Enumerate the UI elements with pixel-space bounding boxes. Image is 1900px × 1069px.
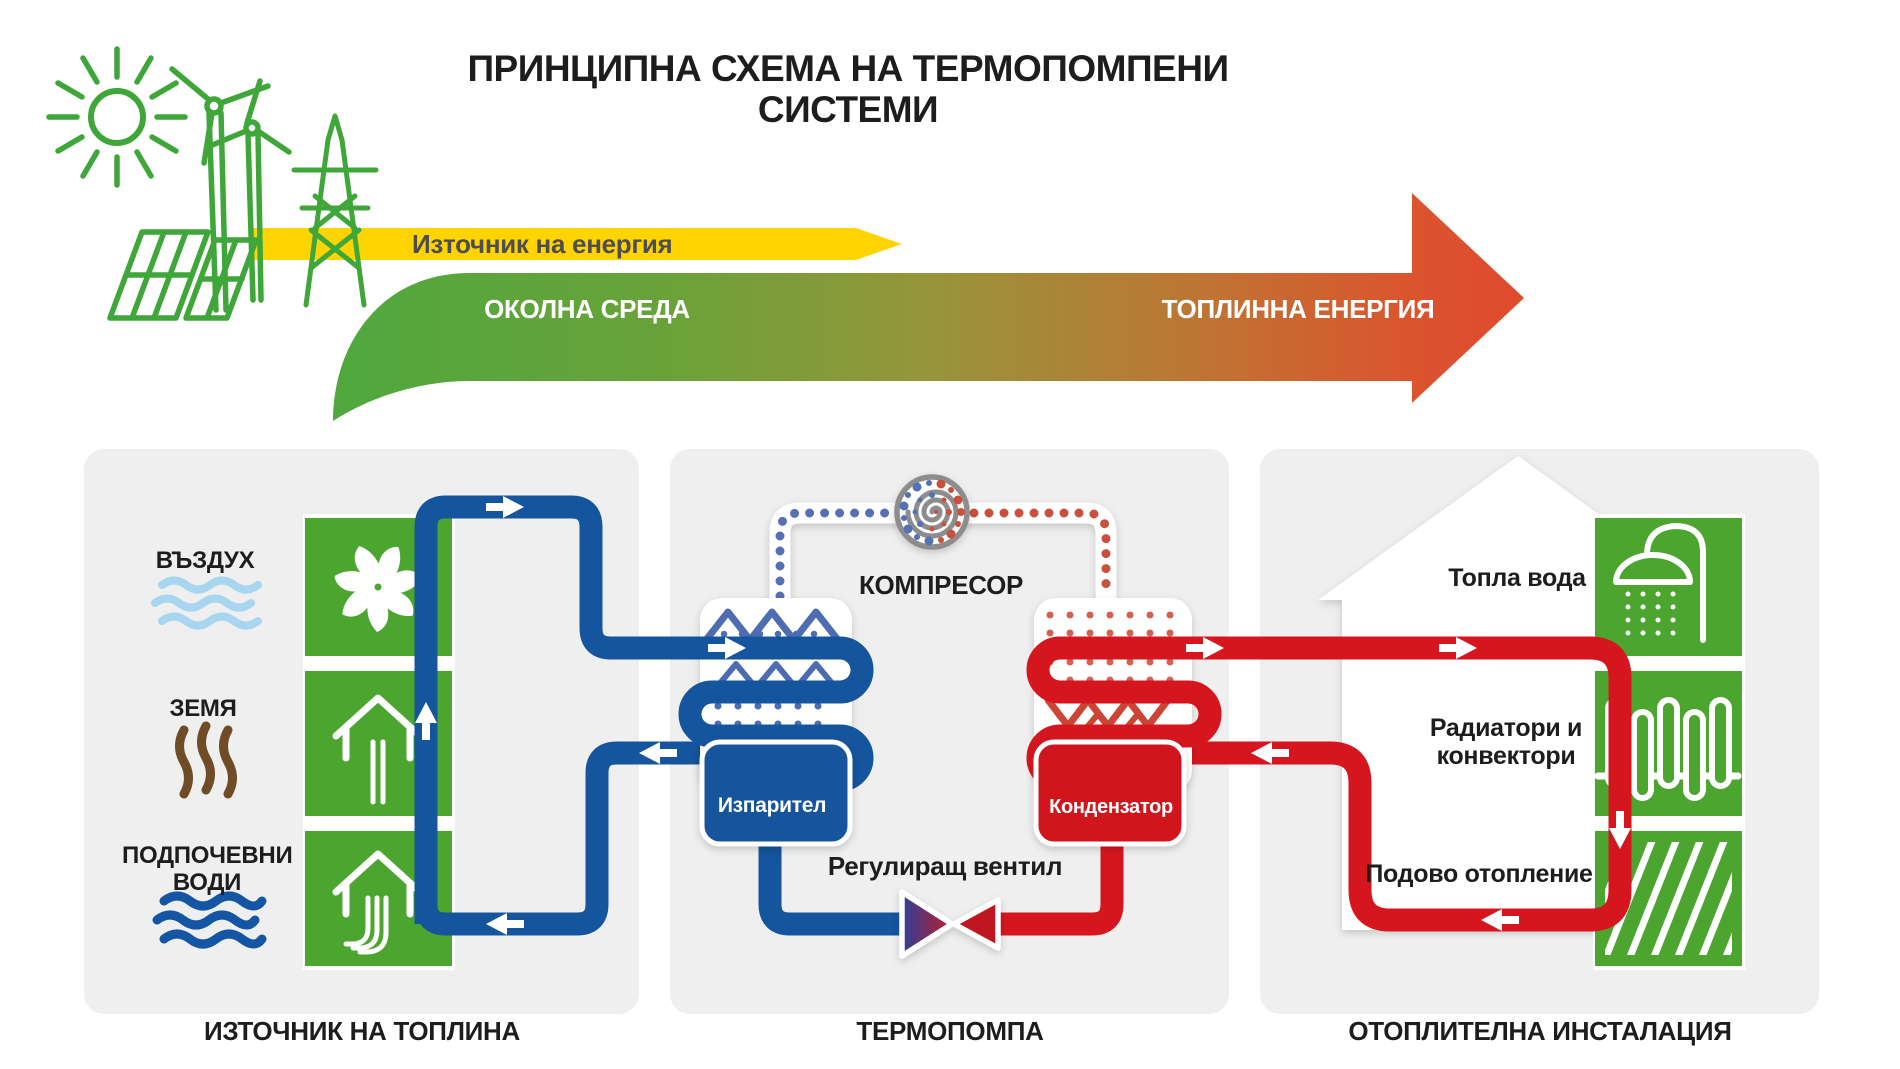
condenser-label: Кондензатор bbox=[1049, 796, 1173, 818]
hot-water-label: Топла вода bbox=[1448, 564, 1586, 592]
valve-label: Регулиращ вентил bbox=[827, 851, 1063, 881]
earth-label: ЗЕМЯ bbox=[169, 695, 237, 722]
radiators-label: Радиатори и конвектори bbox=[1429, 714, 1583, 770]
heat-energy-label: ТОПЛИННА ЕНЕРГИЯ bbox=[1161, 294, 1435, 324]
earth-waves-icon bbox=[175, 721, 237, 799]
energy-flow-arrow bbox=[333, 193, 1524, 421]
refrigerant-bottom-line bbox=[758, 836, 1124, 936]
air-label: ВЪЗДУХ bbox=[155, 547, 255, 574]
solar-panel-icon bbox=[107, 229, 259, 321]
source-circuit-pipe bbox=[414, 495, 800, 936]
condenser-unit bbox=[1026, 598, 1320, 847]
floor-heating-label: Подово отопление bbox=[1365, 860, 1593, 888]
sun-icon bbox=[46, 46, 188, 188]
heat-source-caption: ИЗТОЧНИК НА ТОПЛИНА bbox=[204, 1016, 520, 1046]
heating-installation-caption: ОТОПЛИТЕЛНА ИНСТАЛАЦИЯ bbox=[1348, 1016, 1732, 1046]
wind-turbine-icon bbox=[207, 78, 292, 303]
page-title: ПРИНЦИПНА СХЕМА НА ТЕРМОПОМПЕНИ СИСТЕМИ bbox=[467, 48, 1229, 131]
water-well-house-icon bbox=[332, 850, 424, 955]
fan-icon bbox=[331, 542, 422, 634]
heat-pump-caption: ТЕРМОПОМПА bbox=[856, 1016, 1044, 1046]
spiral-compressor-icon bbox=[894, 474, 970, 550]
energy-source-ribbon-label: Източник на енергия bbox=[412, 229, 673, 259]
groundwater-label: ПОДПОЧЕВНИ ВОДИ bbox=[122, 842, 293, 896]
compressor-label: КОМПРЕСОР bbox=[858, 570, 1024, 600]
energy-source-ribbon bbox=[250, 228, 902, 260]
shower-icon bbox=[1613, 523, 1706, 643]
environment-label: ОКОЛНА СРЕДА bbox=[484, 294, 690, 324]
power-pylon-icon bbox=[291, 113, 379, 308]
renewables-icon-group bbox=[46, 46, 379, 321]
ground-probe-house-icon bbox=[332, 694, 424, 805]
air-waves-icon bbox=[151, 576, 262, 630]
evaporator-label: Изпарител bbox=[717, 794, 827, 817]
expansion-valve-icon bbox=[899, 889, 1001, 959]
groundwater-waves-icon bbox=[152, 891, 267, 949]
